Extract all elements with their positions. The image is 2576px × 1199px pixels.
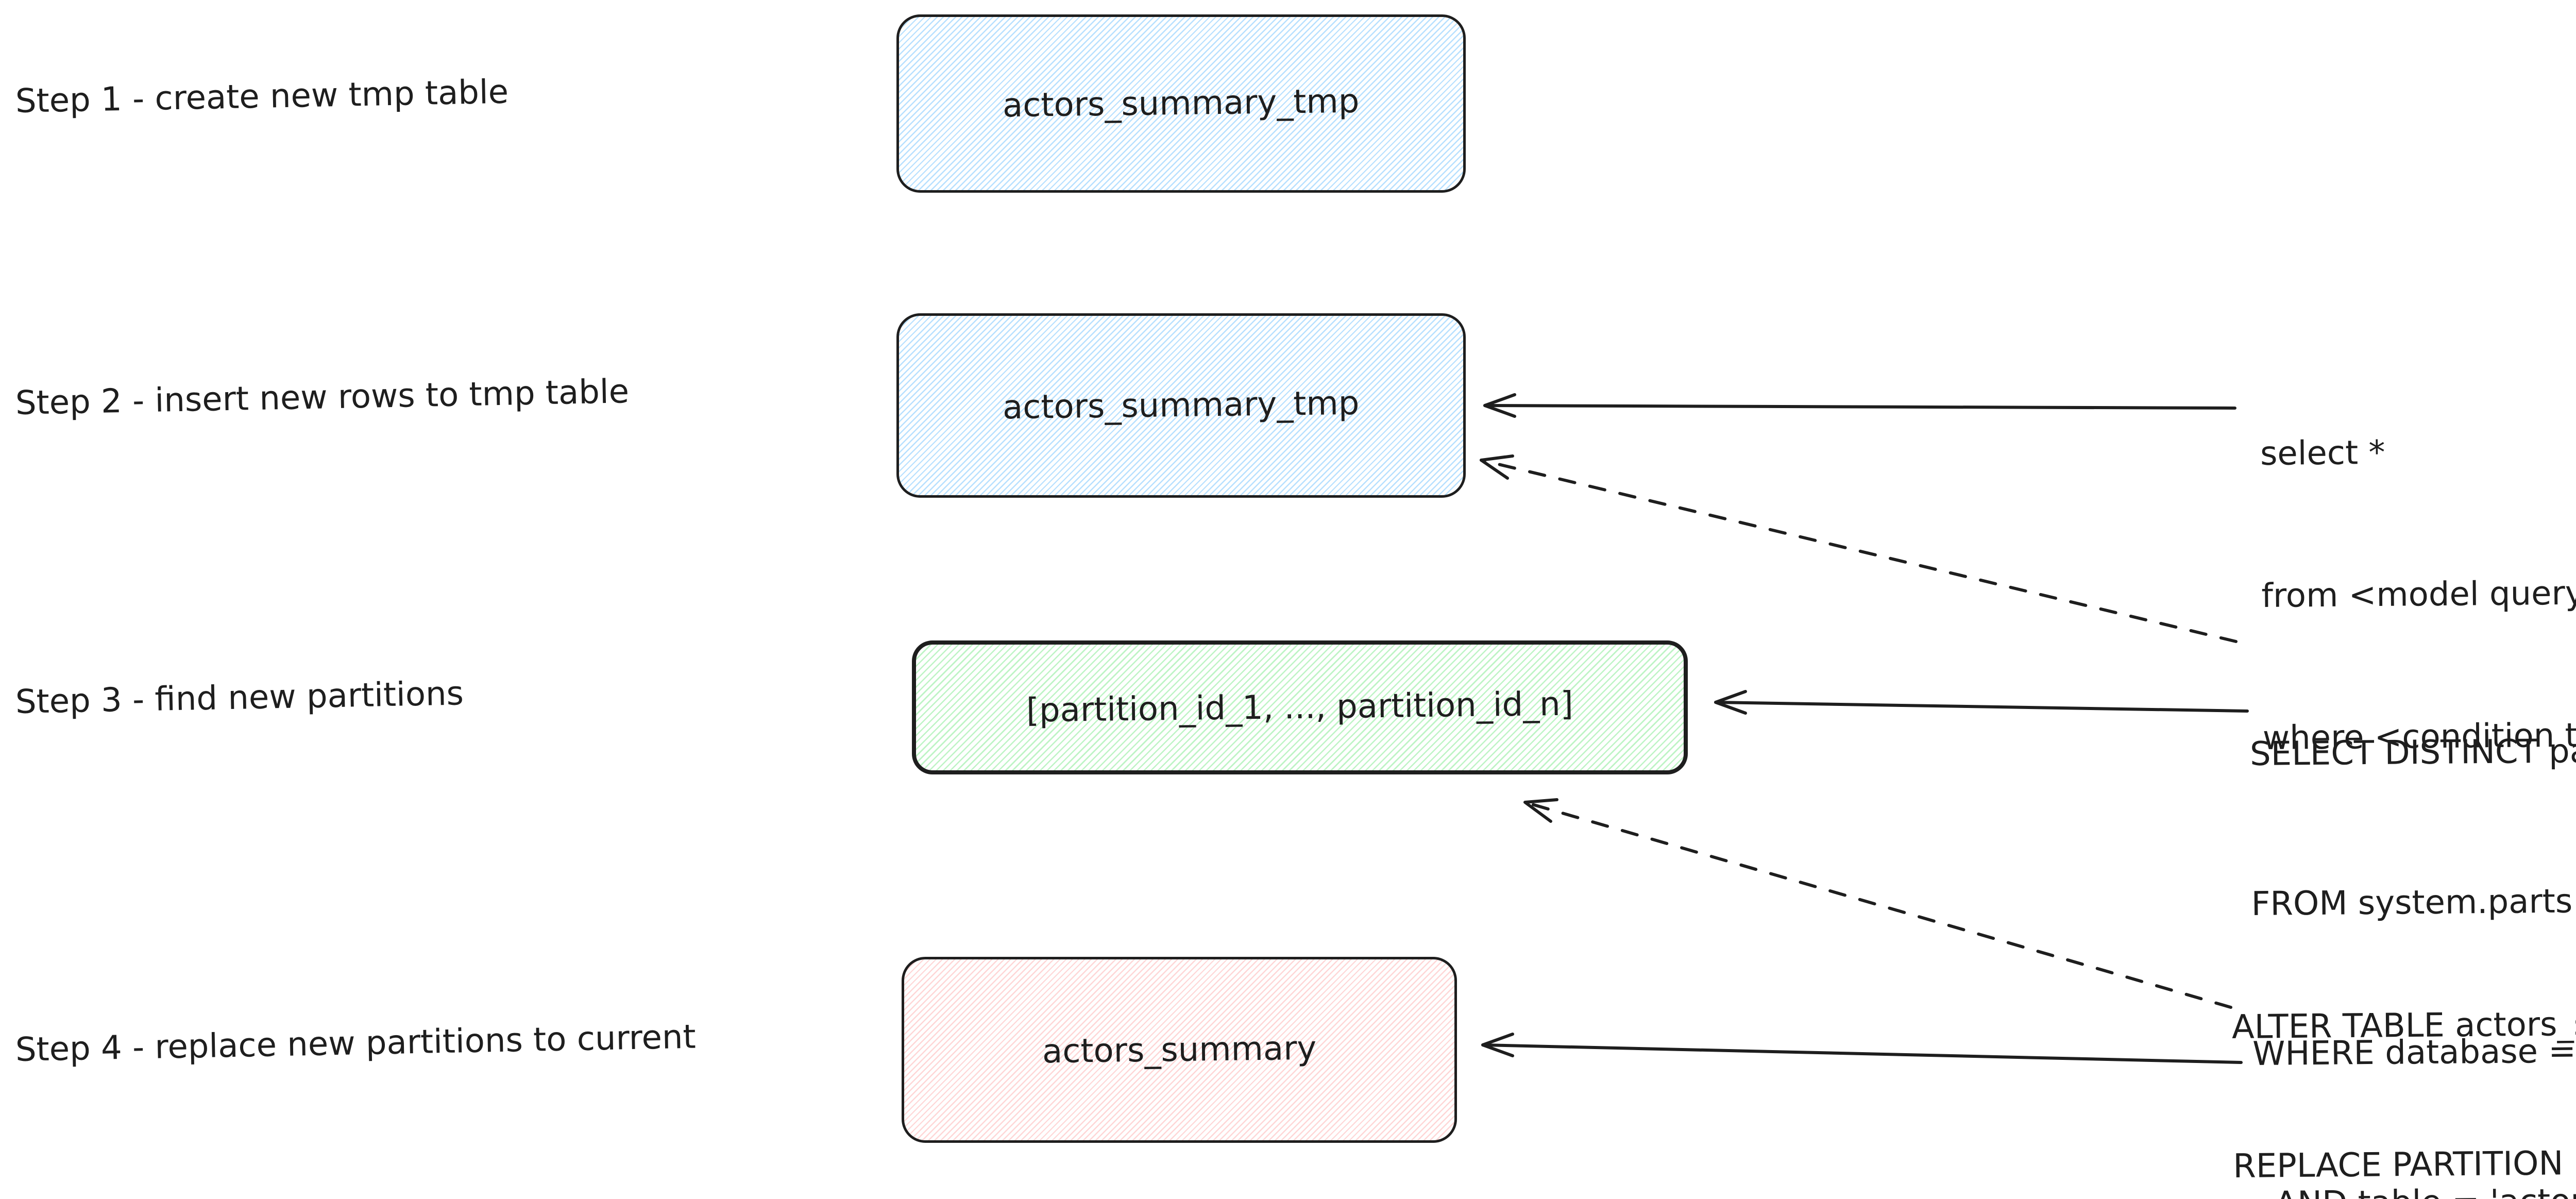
- step-4-sql-annotation: ALTER TABLE actors_summary REPLACE PARTI…: [2231, 906, 2576, 1199]
- arrow-sql4-to-summary-box: [1481, 1043, 2243, 1064]
- step-3-partitions-box: [partition_id_1, ..., partition_id_n]: [912, 640, 1688, 774]
- step-2-tmp-table-box: actors_summary_tmp: [896, 313, 1466, 498]
- dashed-arrow-sql4-to-partitions-box: [1523, 801, 2232, 1009]
- sql-line: SELECT DISTINCT partition_id: [2249, 731, 2576, 773]
- arrowhead: [1714, 690, 1747, 715]
- sql-line: from <model query>: [2261, 574, 2576, 615]
- arrowhead: [1480, 454, 1514, 480]
- step-4-box-label: actors_summary: [1042, 1029, 1317, 1071]
- arrow-sql2-to-tmp-table: [1483, 404, 2236, 410]
- arrowhead: [1481, 1033, 1514, 1057]
- step-1-tmp-table-box: actors_summary_tmp: [896, 14, 1466, 193]
- sql-line: ALTER TABLE actors_summary: [2231, 1004, 2576, 1046]
- sql-line: select *: [2260, 433, 2385, 473]
- sql-line: REPLACE PARTITION partition_id_1: [2232, 1142, 2576, 1186]
- arrowhead: [1483, 393, 1516, 418]
- dashed-arrow-sql3-to-tmp-table: [1480, 459, 2238, 643]
- arrowhead: [1523, 798, 1558, 823]
- step-1-box-label: actors_summary_tmp: [1002, 82, 1360, 125]
- arrow-sql3-to-partitions-box: [1714, 701, 2249, 713]
- step-2-box-label: actors_summary_tmp: [1002, 384, 1360, 427]
- step-3-box-label: [partition_id_1, ..., partition_id_n]: [1026, 685, 1574, 730]
- step-4-summary-table-box: actors_summary: [902, 957, 1457, 1143]
